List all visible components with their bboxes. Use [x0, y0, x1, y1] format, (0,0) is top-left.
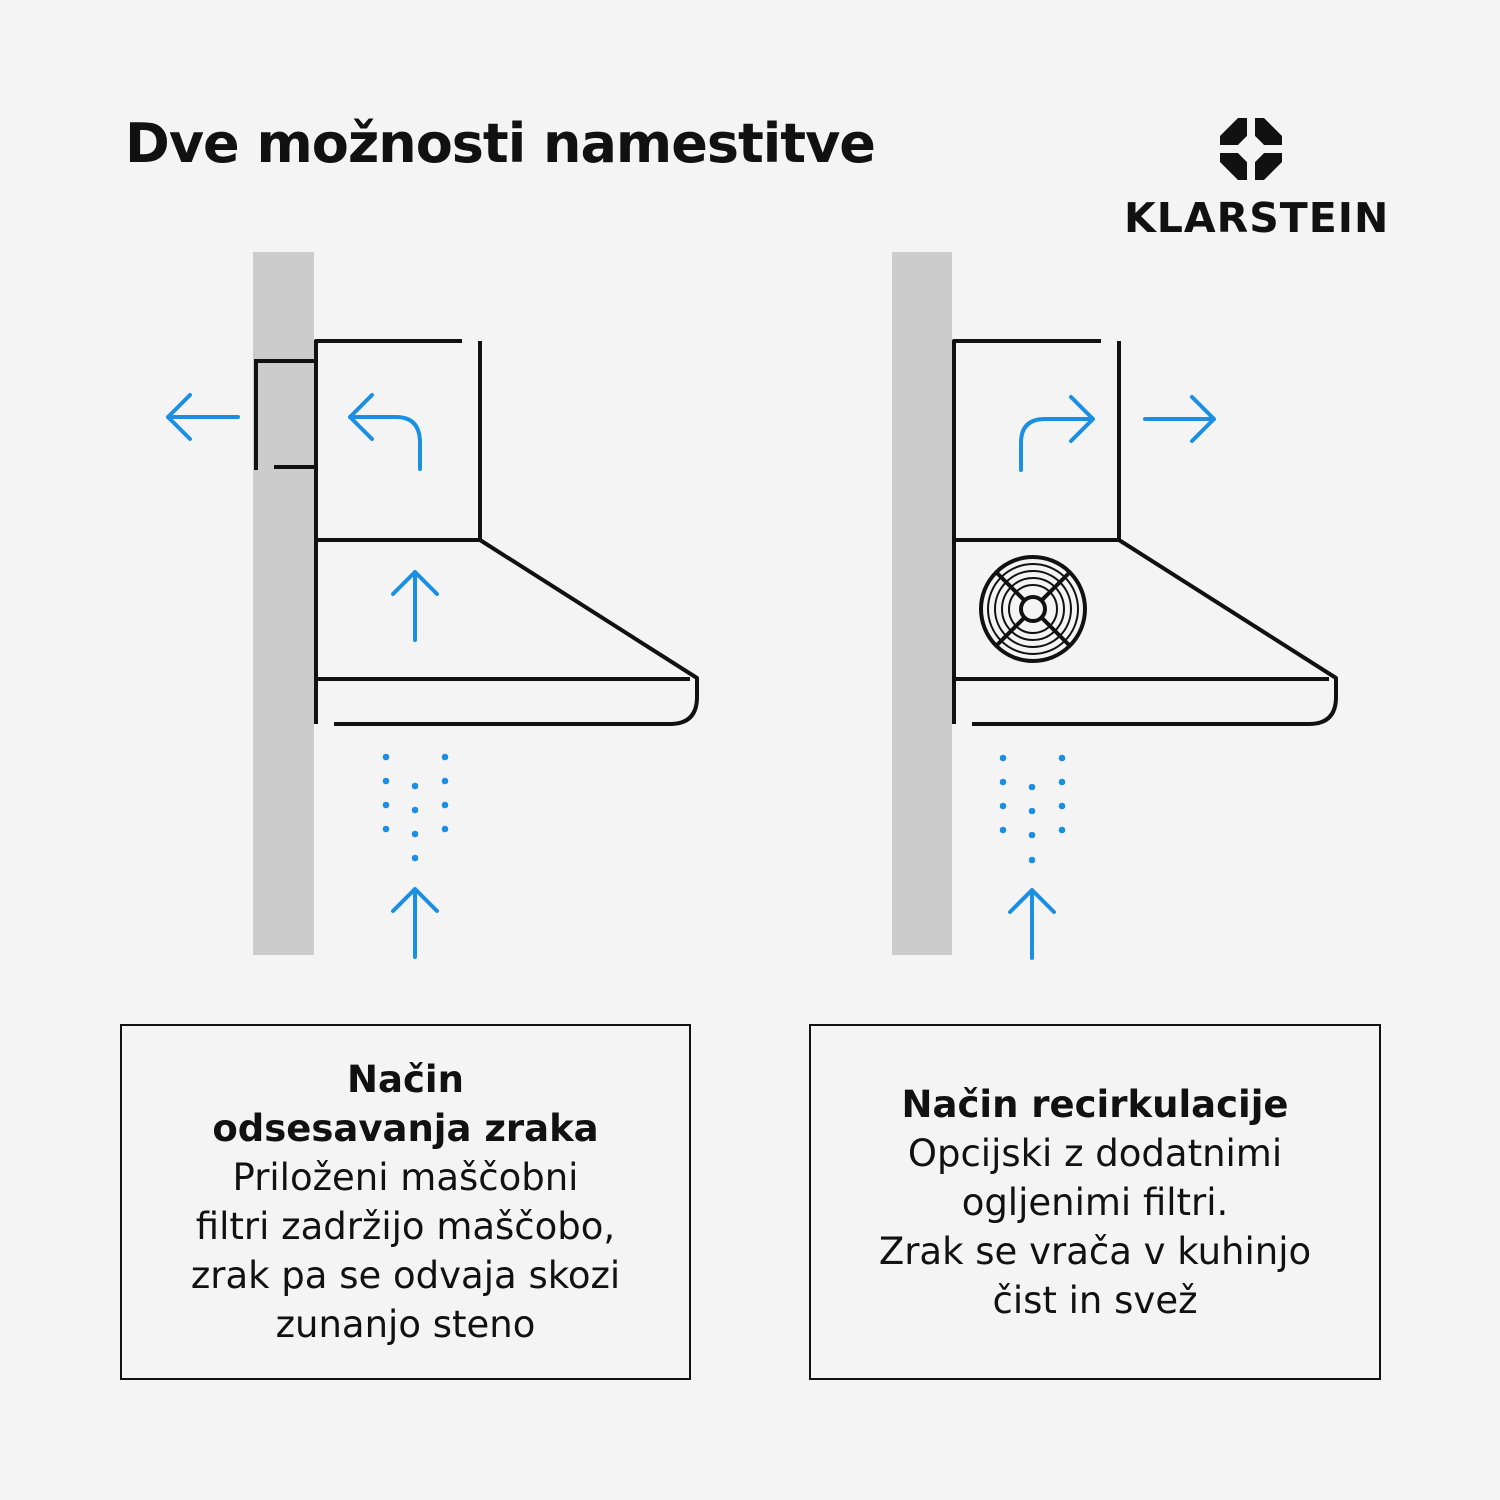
extraction-diagram — [166, 252, 699, 959]
air-particles — [999, 754, 1066, 864]
brand-logo: KLARSTEIN — [1124, 118, 1390, 248]
page-title: Dve možnosti namestitve — [125, 112, 876, 175]
recirculation-mode-title: Način recirkulacije — [901, 1082, 1289, 1126]
range-hood — [952, 339, 1338, 726]
extraction-mode-title: Način — [347, 1058, 464, 1101]
up-arrow-bottom — [391, 887, 439, 959]
air-flow-arrows — [166, 393, 439, 959]
return-arrow — [1143, 395, 1216, 443]
extraction-mode-text: filtri zadržijo maščobo, — [195, 1205, 616, 1248]
klarstein-logo-icon — [1220, 118, 1282, 180]
exhaust-arrow — [166, 393, 240, 441]
recirculation-mode-text: čist in svež — [992, 1278, 1198, 1322]
up-arrow-hood — [391, 570, 439, 642]
recirculation-mode-text: ogljenimi filtri. — [961, 1180, 1229, 1224]
up-arrow-bottom — [1008, 888, 1056, 960]
wall — [892, 252, 952, 955]
air-particles — [382, 753, 449, 862]
extraction-mode-text: zrak pa se odvaja skozi — [190, 1254, 621, 1297]
installation-diagrams — [166, 252, 1338, 960]
recirculation-mode-box: Način recirkulacije Opcijski z dodatnimi… — [809, 1024, 1381, 1380]
range-hood — [314, 339, 699, 726]
extraction-mode-title: odsesavanja zraka — [212, 1107, 599, 1150]
air-flow-arrows — [1008, 395, 1216, 960]
curved-arrow — [1019, 395, 1095, 472]
fan-icon — [979, 555, 1087, 663]
extraction-mode-text: zunanjo steno — [275, 1303, 536, 1346]
extraction-mode-text: Priloženi maščobni — [232, 1156, 579, 1199]
wall-duct — [254, 359, 314, 470]
brand-name: KLARSTEIN — [1124, 194, 1390, 242]
curved-arrow — [348, 393, 422, 471]
recirculation-mode-text: Opcijski z dodatnimi — [907, 1131, 1283, 1175]
recirculation-mode-text: Zrak se vrača v kuhinjo — [878, 1229, 1312, 1273]
extraction-mode-box: Način odsesavanja zraka Priloženi maščob… — [120, 1024, 691, 1380]
wall — [253, 252, 314, 955]
recirculation-diagram — [892, 252, 1338, 960]
